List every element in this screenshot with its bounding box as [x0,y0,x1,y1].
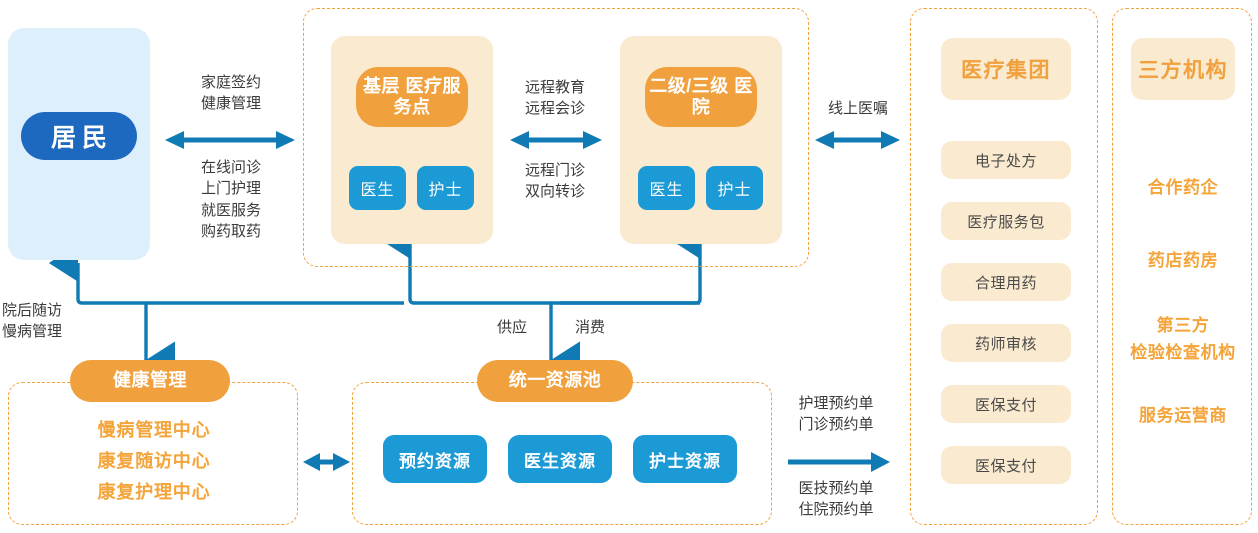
hospital-title[interactable]: 二级/三级 医院 [645,67,757,127]
health-management-items[interactable]: 慢病管理中心 康复随访中心 康复护理中心 [97,420,211,502]
label-remote-education: 远程教育 远程会诊 [524,79,585,118]
label-orders-top: 护理预约单 门诊预约单 [798,395,874,434]
arrow-appointment-orders [788,452,890,472]
label-resident-top: 家庭签约 健康管理 [200,74,261,113]
health-management-panel: 慢病管理中心 康复随访中心 康复护理中心 [8,382,298,525]
third-party-item[interactable]: 药店药房 [1147,251,1219,270]
medical-group-title: 医疗集团 [941,38,1071,100]
label-followup: 院后随访 慢病管理 [2,302,63,341]
label-supply: 供应 [496,319,527,336]
resource-pool-title[interactable]: 统一资源池 [477,360,633,402]
third-party-item[interactable]: 服务运营商 [1139,406,1227,425]
medical-group-panel: 医疗集团 电子处方 医疗服务包 合理用药 药师审核 医保支付 医保支付 [910,8,1098,525]
medical-group-item[interactable]: 医疗服务包 [941,202,1071,240]
medical-group-item[interactable]: 合理用药 [941,263,1071,301]
primary-clinic-card: 基层 医疗服务点 医生 护士 [331,36,493,244]
arrow-resident-care [165,131,295,149]
resident-panel: 居民 [8,28,150,260]
medical-group-item[interactable]: 药师审核 [941,324,1071,362]
third-party-panel: 三方机构 合作药企 药店药房 第三方 检验检查机构 服务运营商 [1112,8,1252,525]
third-party-item[interactable]: 第三方 检验检查机构 [1130,316,1236,363]
label-resident-bottom: 在线问诊 上门护理 就医服务 购药取药 [200,159,261,240]
medical-group-item[interactable]: 医保支付 [941,446,1071,484]
arrow-health-resource [303,453,350,471]
label-orders-bottom: 医技预约单 住院预约单 [798,480,874,519]
resource-doctor[interactable]: 医生资源 [508,435,612,483]
hospital-role-nurse[interactable]: 护士 [706,166,763,210]
medical-group-item[interactable]: 电子处方 [941,141,1071,179]
resource-nurse[interactable]: 护士资源 [633,435,737,483]
resource-pool-panel: 预约资源 医生资源 护士资源 [352,382,772,525]
health-management-title[interactable]: 健康管理 [70,360,230,402]
third-party-title: 三方机构 [1131,38,1235,100]
resource-appointment[interactable]: 预约资源 [383,435,487,483]
resident-badge[interactable]: 居民 [21,112,137,160]
hospital-card: 二级/三级 医院 医生 护士 [620,36,782,244]
medical-group-item[interactable]: 医保支付 [941,385,1071,423]
label-remote-clinic: 远程门诊 双向转诊 [524,162,585,201]
primary-clinic-role-doctor[interactable]: 医生 [349,166,406,210]
care-services-panel [303,8,809,267]
primary-clinic-role-nurse[interactable]: 护士 [417,166,474,210]
primary-clinic-title[interactable]: 基层 医疗服务点 [356,67,468,127]
label-consume: 消费 [574,319,605,336]
arrow-online-orders [815,131,900,149]
label-online-orders: 线上医嘱 [827,100,888,117]
third-party-item[interactable]: 合作药企 [1147,178,1219,197]
hospital-role-doctor[interactable]: 医生 [638,166,695,210]
